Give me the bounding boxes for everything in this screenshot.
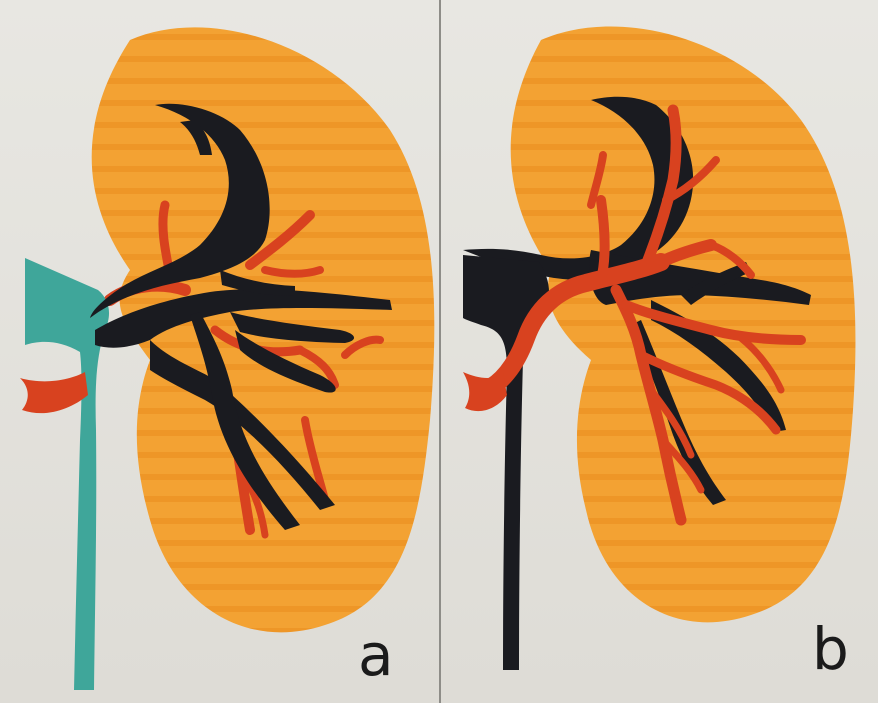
panel-b: b [441, 0, 878, 703]
renal-artery-stub [20, 372, 88, 413]
kidney-illustration-b [441, 0, 878, 703]
renal-artery-stub [463, 372, 507, 411]
panel-a: a [0, 0, 439, 703]
kidney-illustration-a [0, 0, 439, 703]
ureter [25, 258, 109, 690]
panel-label-b: b [812, 620, 849, 678]
panel-label-a: a [358, 626, 394, 684]
